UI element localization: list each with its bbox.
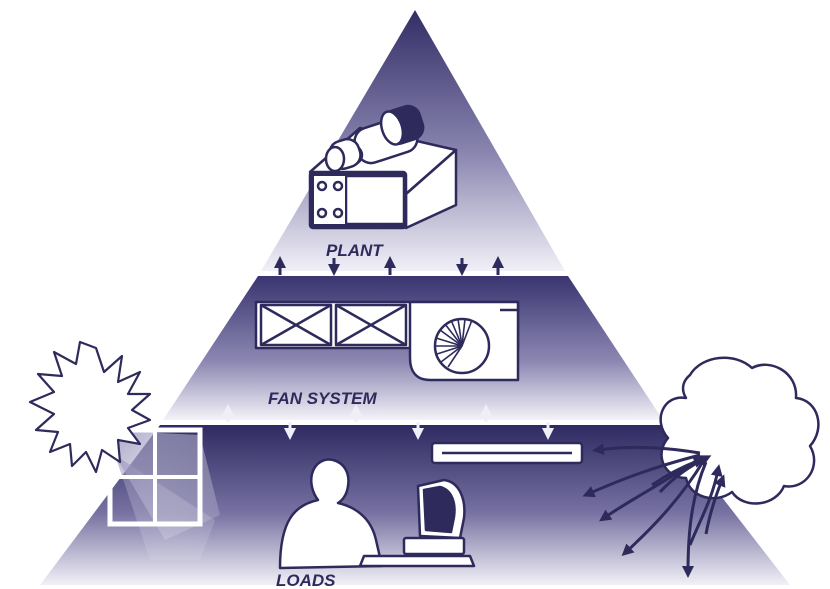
plant-label: PLANT: [326, 241, 384, 260]
air-handler-icon: [254, 300, 520, 382]
fan-system-label: FAN SYSTEM: [268, 389, 377, 408]
tier-arrows: [222, 256, 554, 440]
person-icon: [278, 458, 384, 570]
chiller-icon: [308, 104, 458, 230]
infiltration-arrows: [582, 443, 726, 578]
computer-icon: [358, 478, 476, 568]
window-icon: [100, 427, 220, 560]
diffuser-icon: [430, 441, 584, 465]
sun-icon: [28, 340, 152, 474]
loads-tier: [40, 425, 790, 585]
loads-label: LOADS: [276, 571, 336, 589]
